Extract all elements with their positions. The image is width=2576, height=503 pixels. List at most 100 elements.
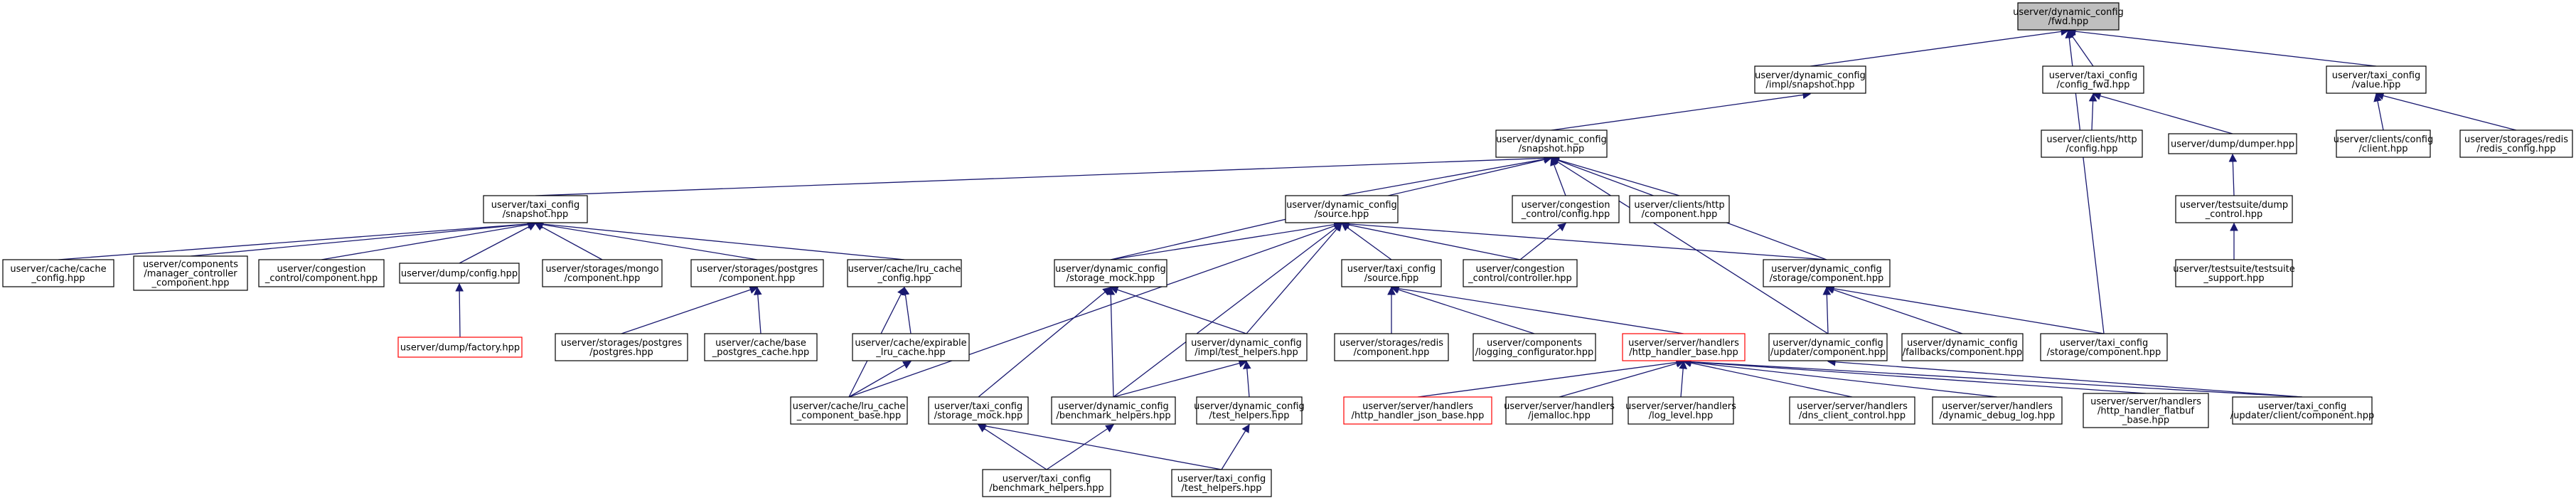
node-box [790,396,908,425]
header-node[interactable]: userver/server/handlers/http_handler_bas… [1622,333,1746,361]
header-node[interactable]: userver/components/logging_configurator.… [1473,333,1596,361]
dependency-edge [455,282,464,338]
node-box [1196,396,1303,425]
header-node[interactable]: userver/server/handlers/dns_client_contr… [1789,396,1915,425]
header-node[interactable]: userver/cache/cache_config.hpp [2,259,114,287]
header-node[interactable]: userver/cache/lru_cache_component_base.h… [790,396,908,425]
node-label-line: /storage/component.hpp [1770,273,1884,284]
header-node[interactable]: userver/server/handlers/jemalloc.hpp [1504,396,1615,425]
header-node[interactable]: userver/dynamic_config/impl/test_helpers… [1185,333,1308,361]
node-box [1495,129,1608,158]
header-node[interactable]: userver/cache/expirable_lru_cache.hpp [852,333,970,361]
node-label-line: /snapshot.hpp [503,209,569,220]
node-label-line: userver/dynamic_config [1496,134,1607,145]
node-box [2232,396,2373,425]
node-box [2040,333,2168,361]
node-label-line: /benchmark_helpers.hpp [1056,411,1170,421]
node-label-line: /impl/test_helpers.hpp [1195,347,1298,358]
header-node[interactable]: userver/dump/dumper.hpp [2168,133,2297,154]
node-box [2326,65,2427,94]
header-node[interactable]: userver/storages/postgres/component.hpp [690,259,824,287]
header-node[interactable]: userver/clients/http/component.hpp [1629,195,1730,223]
header-node[interactable]: userver/taxi_config/benchmark_helpers.hp… [982,469,1111,497]
dependency-edge [2373,92,2384,131]
dependency-edge [1109,285,1247,334]
header-node[interactable]: userver/taxi_config/test_helpers.hpp [1171,469,1272,497]
header-node[interactable]: userver/cache/lru_cache_config.hpp [847,259,962,287]
header-node[interactable]: userver/storages/mongo/component.hpp [542,259,663,287]
node-label-line: /test_helpers.hpp [1182,483,1262,494]
header-node[interactable]: userver/dynamic_config/storage/component… [1763,259,1891,287]
node-box [1185,333,1308,361]
header-node[interactable]: userver/clients/config/client.hpp [2334,129,2433,158]
header-node[interactable]: userver/components/manager_controller_co… [133,255,248,291]
node-label-line: _config.hpp [31,273,85,284]
node-label-line: /component.hpp [565,273,641,284]
dependency-edge [1046,424,1114,470]
dependency-edge [978,424,1047,470]
header-node[interactable]: userver/dynamic_config/storage_mock.hpp [1054,259,1167,287]
node-label-line: userver/components [1487,338,1582,349]
header-node[interactable]: userver/server/handlers/dynamic_debug_lo… [1932,396,2063,425]
header-node[interactable]: userver/taxi_config/value.hpp [2326,65,2427,94]
node-label-line: userver/taxi_config [2258,401,2346,412]
node-label-line: /updater/component.hpp [1770,347,1886,358]
node-label-line: userver/clients/config [2334,134,2433,145]
node-box [1343,396,1492,425]
header-node[interactable]: userver/storages/postgres/postgres.hpp [555,333,688,361]
header-node[interactable]: userver/taxi_config/storage/component.hp… [2040,333,2168,361]
node-label-line: userver/taxi_config [1003,474,1091,485]
header-node[interactable]: userver/server/handlers/log_level.hpp [1625,396,1736,425]
node-label-line: _control/config.hpp [1521,209,1610,220]
header-node[interactable]: userver/taxi_config/config_fwd.hpp [2042,65,2144,94]
header-node[interactable]: userver/testsuite/dump_control.hpp [2175,195,2293,223]
node-box [2,259,114,287]
header-node[interactable]: userver/dump/factory.hpp [397,337,523,358]
node-label-line: userver/cache/lru_cache [793,401,906,412]
header-node[interactable]: userver/dynamic_config/snapshot.hpp [1495,129,1608,158]
header-node[interactable]: userver/storages/redis/component.hpp [1334,333,1449,361]
header-node[interactable]: userver/cache/base_postgres_cache.hpp [704,333,818,361]
header-node[interactable]: userver/congestion_control/controller.hp… [1463,259,1578,287]
header-node[interactable]: userver/server/handlers/http_handler_jso… [1343,396,1492,425]
header-node[interactable]: userver/dynamic_config/impl/snapshot.hpp [1754,65,1866,94]
node-box [1789,396,1915,425]
header-node[interactable]: userver/dynamic_config/benchmark_helpers… [1051,396,1176,425]
node-label-line: userver/taxi_config [1177,474,1266,485]
node-box [1628,396,1734,425]
header-node[interactable]: userver/dynamic_config/source.hpp [1285,195,1399,223]
node-label-line: /http_handler_flatbuf [2097,406,2194,417]
node-box [2459,129,2573,158]
header-node[interactable]: userver/clients/http/config.hpp [2041,129,2143,158]
node-label-line: userver/server/handlers [1625,401,1736,412]
header-node[interactable]: userver/taxi_config/storage_mock.hpp [928,396,1029,425]
header-node[interactable]: userver/server/handlers/http_handler_fla… [2083,393,2209,428]
node-label-line: /fwd.hpp [2048,16,2089,27]
node-box [1901,333,2024,361]
dependency-edge [753,286,762,334]
header-node[interactable]: userver/dynamic_config/test_helpers.hpp [1194,396,1305,425]
node-label-line: _control.hpp [2205,209,2262,220]
node-label-line: userver/dynamic_config [2013,7,2124,18]
header-node[interactable]: userver/dynamic_config/updater/component… [1768,333,1888,361]
dependency-edge [848,221,1343,398]
header-node[interactable]: userver/congestion_control/config.hpp [1512,195,1620,223]
node-label-line: userver/taxi_config [2060,338,2148,349]
node-label-line: userver/storages/postgres [697,264,818,275]
node-box [1622,333,1746,361]
header-node[interactable]: userver/taxi_config/snapshot.hpp [483,195,588,223]
header-node[interactable]: userver/dynamic_config/fallbacks/compone… [1901,333,2024,361]
node-box [852,333,970,361]
header-node[interactable]: userver/taxi_config/updater/client/compo… [2230,396,2374,425]
dependency-edge [2092,92,2233,134]
dependency-edge [1417,358,1685,398]
header-node[interactable]: userver/storages/redis/redis_config.hpp [2459,129,2573,158]
header-node[interactable]: userver/testsuite/testsuite_support.hpp [2173,259,2295,287]
node-label-line: _base.hpp [2122,415,2169,426]
node-label-line: userver/storages/mongo [545,264,658,275]
header-node[interactable]: userver/dump/config.hpp [399,263,520,284]
header-node[interactable]: userver/congestion_control/component.hpp [258,259,385,287]
header-node[interactable]: userver/taxi_config/source.hpp [1341,259,1442,287]
